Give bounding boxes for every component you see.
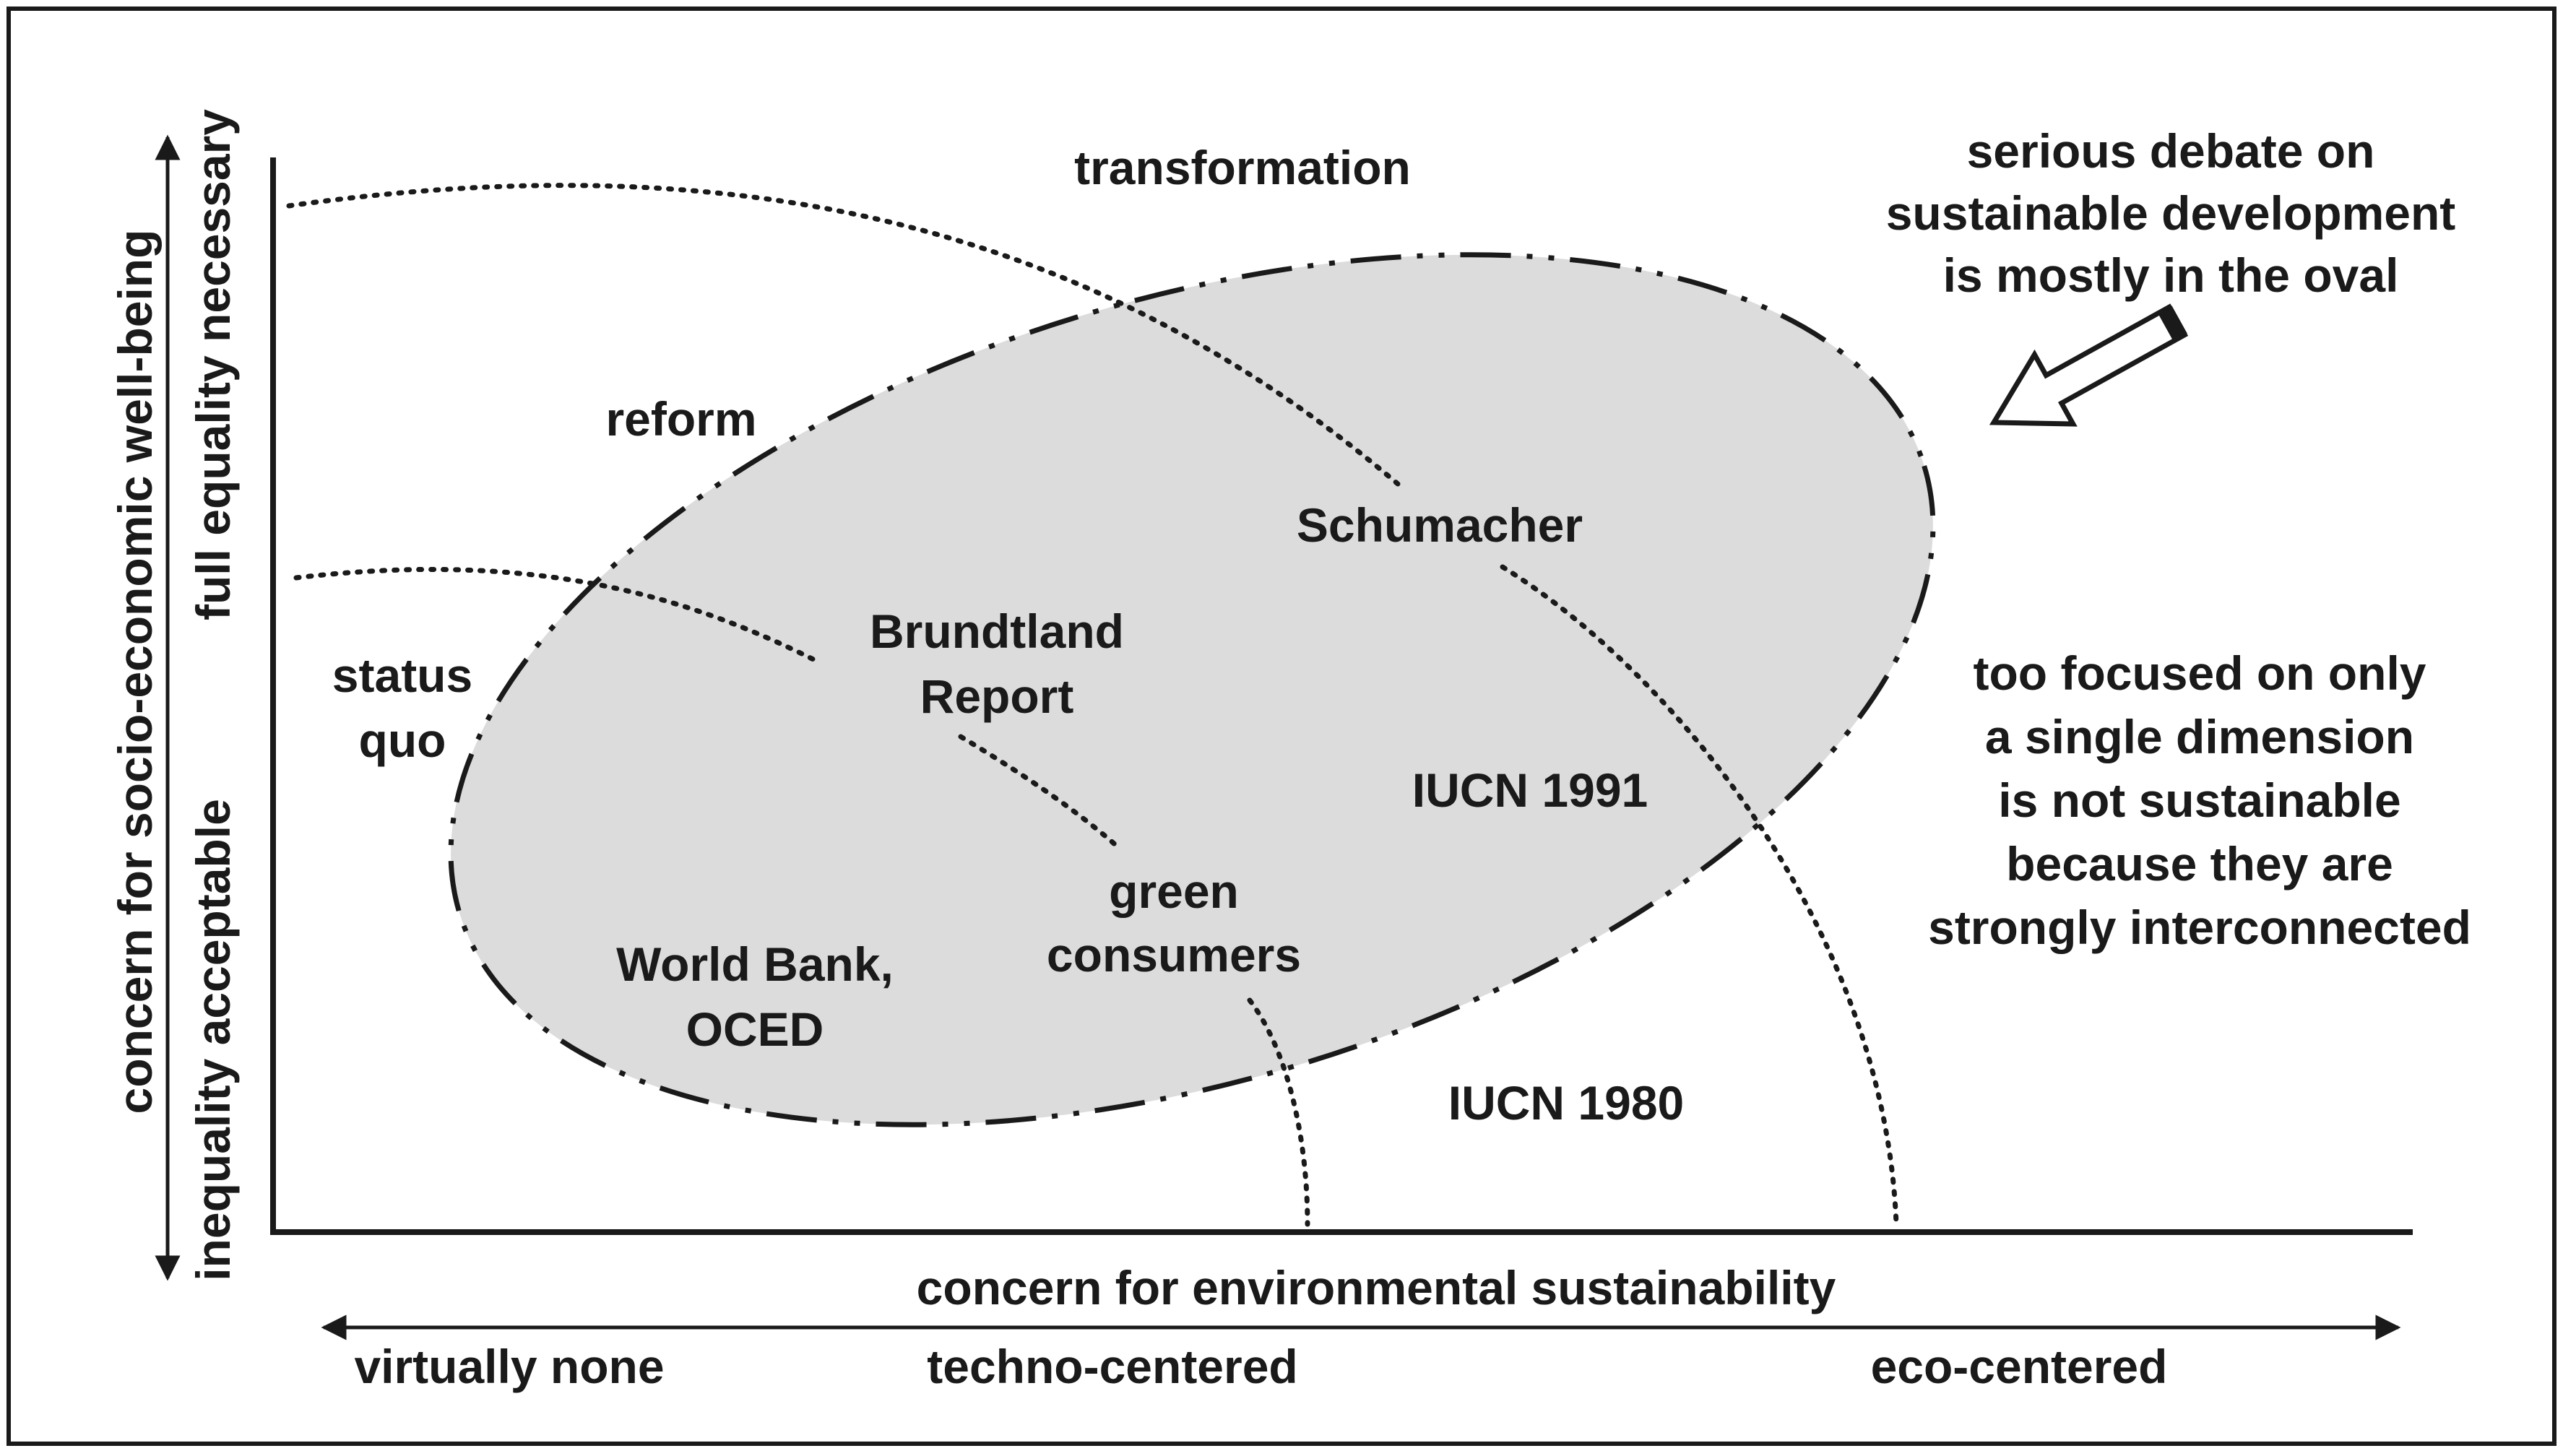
reform-middle-curve — [958, 734, 1123, 852]
label-world-bank-line2: OCED — [686, 1002, 824, 1056]
label-iucn-1991: IUCN 1991 — [1412, 763, 1648, 817]
x-scale-label-eco-centered: eco-centered — [1871, 1340, 2168, 1393]
x-scale-label-techno-centered: techno-centered — [927, 1340, 1297, 1393]
reform-lower-curve — [1247, 997, 1310, 1227]
pointer-arrow-icon — [1989, 303, 2189, 427]
single-dimension-note-line4: because they are — [2006, 837, 2393, 890]
single-dimension-note-line5: strongly interconnected — [1928, 901, 2471, 954]
x-scale-label-virtually-none: virtually none — [354, 1340, 664, 1393]
y-axis-title: concern for socio-economic well-being — [108, 230, 162, 1114]
zone-label-status: status — [332, 649, 472, 702]
oval-note-line1: serious debate on — [1967, 124, 2375, 178]
sustainable-development-oval — [448, 252, 1936, 1127]
oval-note-line3: is mostly in the oval — [1943, 248, 2399, 302]
transformation-lower-curve — [1500, 564, 1899, 1227]
reform-upper-curve — [293, 567, 819, 664]
zone-label-transformation: transformation — [1074, 141, 1411, 194]
transformation-upper-curve — [286, 183, 1401, 487]
oval-note-line2: sustainable development — [1886, 186, 2456, 240]
x-axis-title: concern for environmental sustainability — [917, 1261, 1836, 1314]
label-schumacher: Schumacher — [1297, 498, 1583, 552]
label-green-consumers-line1: green — [1109, 864, 1239, 918]
label-iucn-1980: IUCN 1980 — [1448, 1076, 1685, 1130]
single-dimension-note-line2: a single dimension — [1985, 710, 2414, 763]
label-brundtland-line2: Report — [920, 670, 1074, 723]
single-dimension-note-line3: is not sustainable — [1998, 774, 2400, 827]
zone-label-reform: reform — [605, 392, 756, 446]
label-brundtland-line1: Brundtland — [870, 604, 1124, 658]
label-green-consumers-line2: consumers — [1047, 928, 1301, 982]
y-axis-low-label: inequality acceptable — [186, 799, 240, 1281]
label-world-bank-line1: World Bank, — [616, 937, 894, 991]
single-dimension-note-line1: too focused on only — [1974, 646, 2426, 700]
zone-label-quo: quo — [359, 714, 446, 767]
outer-border — [7, 6, 2556, 1446]
y-axis-high-label: full equality necessary — [186, 109, 240, 620]
